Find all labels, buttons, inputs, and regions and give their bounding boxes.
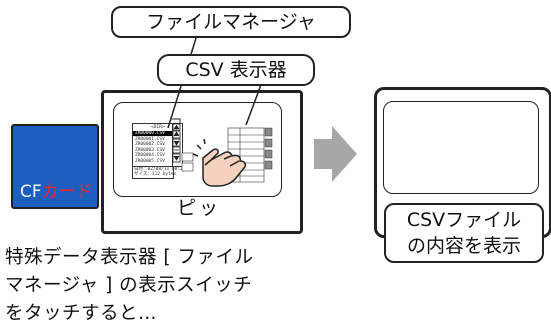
file-info-date: 日時：02/08/11 08:24 (134, 167, 186, 172)
cf-card (11, 124, 99, 209)
file-list-dir: <DIR> (151, 125, 165, 130)
display-switch-buttons (181, 152, 194, 172)
csv-display-callout: CSV 表示器 (157, 54, 315, 86)
file-info-size: サイズ：112 bytes (134, 172, 177, 177)
csv-display-pointer (245, 81, 263, 126)
result-callout: CSVファイル の内容を表示 (384, 203, 544, 263)
cf-card-label-suffix: カード (41, 182, 93, 202)
result-callout-line: CSVファイル (406, 209, 522, 231)
cf-card-label: CFカード (20, 177, 93, 202)
result-callout-line: の内容を表示 (406, 235, 521, 257)
file-list-item[interactable]: ZR00000.CSV (135, 131, 165, 136)
cf-card-label-prefix: CF (20, 182, 42, 202)
scroll-button-icons (172, 123, 181, 163)
file-list-divider (133, 166, 173, 167)
next-arrow (314, 126, 357, 182)
file-list-scroll-buttons (172, 123, 183, 167)
file-list-item[interactable]: ZR00002.CSV (135, 142, 165, 147)
file-list-item[interactable]: ZR00004.CSV (135, 153, 165, 158)
beep-sound-text: ピッ (177, 197, 222, 219)
caption-line: をタッチすると… (5, 303, 158, 324)
hand-icon (202, 148, 247, 187)
file-list-item[interactable]: ZR00005.CSV (135, 158, 165, 164)
file-list-frame-mark (172, 118, 181, 123)
right-device-display-area (383, 101, 539, 194)
csv-display-callout-label: CSV 表示器 (185, 58, 287, 81)
file-manager-callout: ファイルマネージャ (111, 6, 351, 38)
file-list-item[interactable]: ZR00001.CSV (135, 136, 165, 142)
caption-line: 特殊データ表示器 [ ファイル (5, 247, 254, 268)
file-list-selected-row (133, 131, 173, 136)
file-list-item[interactable]: ZR00003.CSV (135, 147, 165, 153)
file-manager-list: <DIR> ZR00000.CSV ZR00001.CSV ZR00002.CS… (132, 123, 185, 179)
caption-line: マネージャ ] の表示スイッチ (5, 275, 253, 296)
csv-table-left-buttons (264, 127, 273, 170)
file-manager-callout-label: ファイルマネージャ (146, 10, 316, 33)
tap-marks (192, 138, 206, 157)
